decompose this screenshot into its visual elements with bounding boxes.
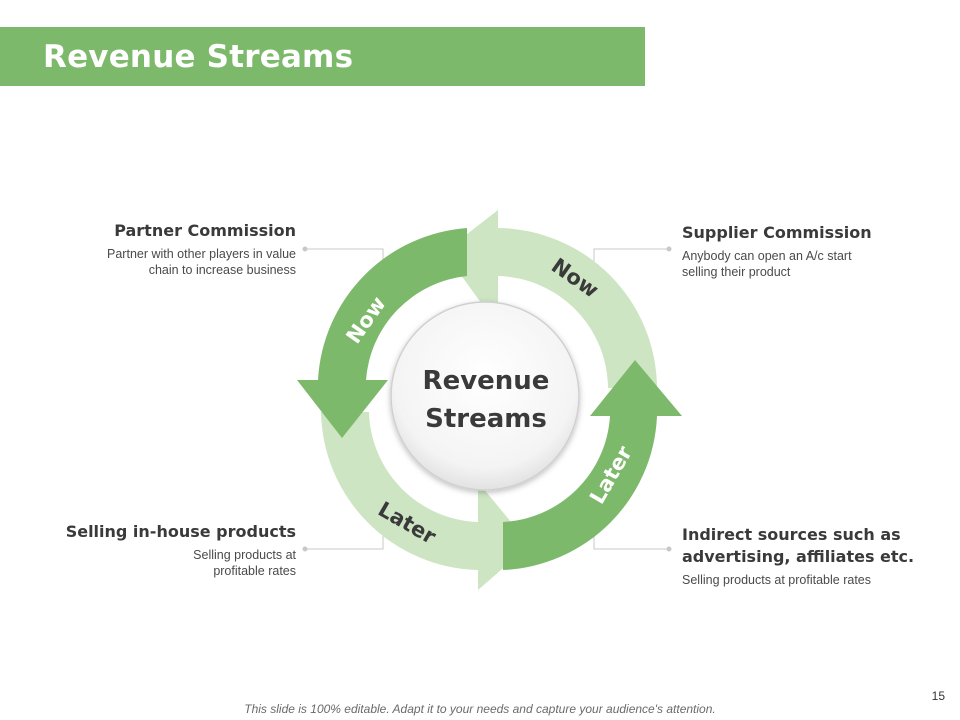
connector-indirect xyxy=(593,536,669,550)
partner-commission-desc: Partner with other players in value chai… xyxy=(36,246,296,278)
center-label-line1: Revenue xyxy=(423,366,550,396)
partner-commission-block: Partner Commission Partner with other pl… xyxy=(36,220,296,278)
partner-desc-line1: Partner with other players in value xyxy=(107,247,296,261)
inhouse-products-desc: Selling products at profitable rates xyxy=(16,547,296,579)
supplier-desc-line2: selling their product xyxy=(682,265,791,279)
indirect-sources-desc: Selling products at profitable rates xyxy=(682,573,871,587)
indirect-sources-title: Indirect sources such as advertising, af… xyxy=(682,524,942,568)
arrow-left-now xyxy=(297,228,467,438)
connector-dot xyxy=(666,246,672,252)
connector-supplier xyxy=(593,248,669,262)
partner-commission-title: Partner Commission xyxy=(114,221,296,240)
inhouse-desc-line2: profitable rates xyxy=(213,564,296,578)
inhouse-products-block: Selling in-house products Selling produc… xyxy=(16,521,296,579)
inhouse-desc-line1: Selling products at xyxy=(193,548,296,562)
supplier-desc-line1: Anybody can open an A/c start xyxy=(682,249,852,263)
page-number: 15 xyxy=(931,689,945,703)
supplier-commission-block: Supplier Commission Anybody can open an … xyxy=(682,222,922,280)
partner-desc-line2: chain to increase business xyxy=(148,263,296,277)
indirect-title-line1: Indirect sources such as xyxy=(682,525,901,544)
supplier-commission-desc: Anybody can open an A/c start selling th… xyxy=(682,248,922,280)
connectors xyxy=(305,248,669,550)
center-circle xyxy=(390,301,580,491)
center-label-line2: Streams xyxy=(425,404,547,434)
connector-dot xyxy=(302,246,308,252)
connector-inhouse xyxy=(305,536,384,550)
footer-note: This slide is 100% editable. Adapt it to… xyxy=(244,702,716,716)
connector-partner xyxy=(305,248,384,262)
indirect-sources-block: Indirect sources such as advertising, af… xyxy=(682,524,942,588)
arrow-right-later xyxy=(503,360,682,570)
supplier-commission-title: Supplier Commission xyxy=(682,223,872,242)
slide-title: Revenue Streams xyxy=(43,39,354,75)
indirect-title-line2: advertising, affiliates etc. xyxy=(682,547,915,566)
arrow-top-now xyxy=(444,210,657,388)
inhouse-products-title: Selling in-house products xyxy=(65,522,296,541)
arrow-bottom-later xyxy=(321,412,530,590)
connector-dot xyxy=(666,546,672,552)
title-bar: Revenue Streams xyxy=(0,27,645,86)
connector-dot xyxy=(302,546,308,552)
